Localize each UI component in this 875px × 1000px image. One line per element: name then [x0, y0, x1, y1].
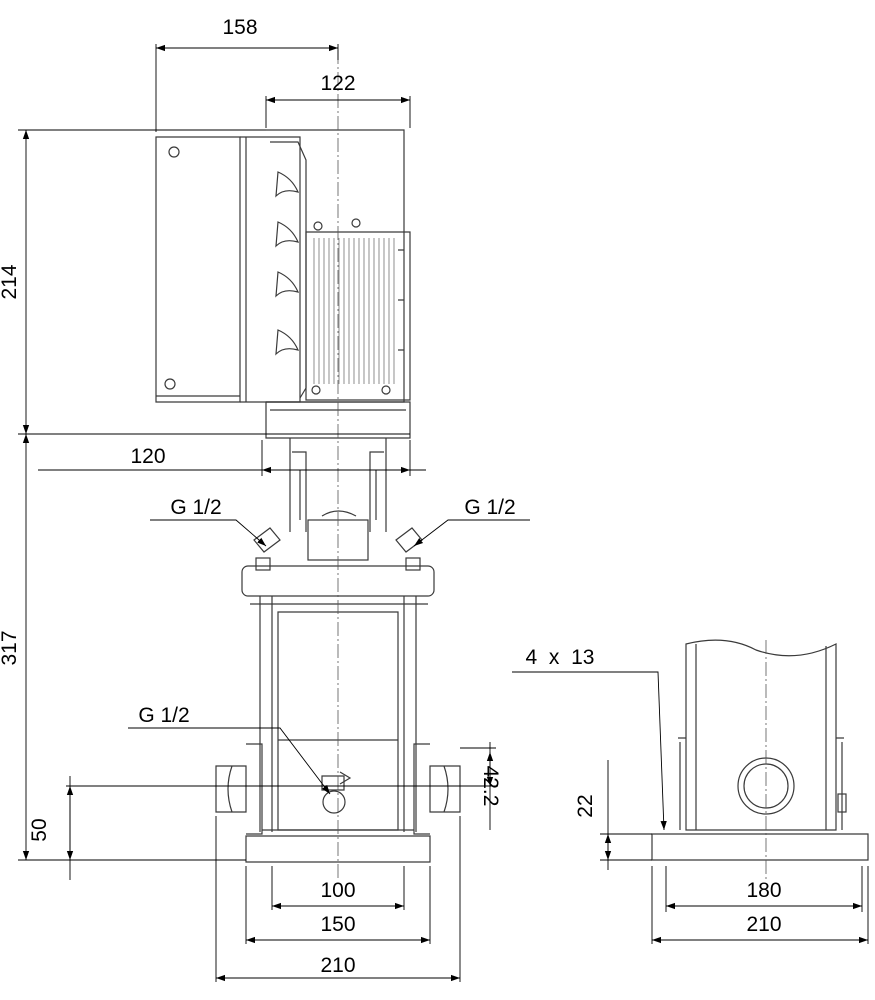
- dim-base-width: 210: [746, 913, 781, 936]
- label-drain: G 1/2: [138, 704, 189, 727]
- dim-210-front: 210: [215, 816, 461, 982]
- dim-base-outer: 210: [320, 954, 355, 977]
- dim-motor-height: 214: [0, 264, 21, 299]
- leader-drain: G 1/2: [128, 704, 331, 795]
- dim-port-offset: 42.2: [479, 766, 502, 807]
- motor-terminal-box: [155, 136, 307, 403]
- pump-sleeve: [250, 596, 428, 832]
- dim-150: 150: [245, 866, 431, 944]
- dim-base-inner: 100: [320, 879, 355, 902]
- front-view: 158 122 214 317 120 G 1/2: [0, 16, 530, 982]
- dim-22: 22: [574, 760, 652, 870]
- dim-overall-width: 158: [222, 16, 257, 39]
- label-vent-right: G 1/2: [464, 496, 515, 519]
- drain-plug: [321, 771, 352, 814]
- dim-base-thickness: 22: [574, 794, 597, 817]
- label-holes: 4 x 13: [526, 646, 595, 669]
- dim-pump-height: 317: [0, 630, 21, 665]
- dim-120: 120: [38, 440, 426, 476]
- label-vent-left: G 1/2: [170, 496, 221, 519]
- leader-vent-left: G 1/2: [150, 496, 267, 547]
- dim-180: 180: [665, 866, 863, 912]
- side-view: 4 x 13 22 180 210: [512, 639, 869, 944]
- dim-50: 50: [28, 776, 246, 880]
- dim-42-2: 42.2: [66, 742, 502, 830]
- pump-ports: [215, 743, 461, 835]
- motor-body: [266, 129, 411, 403]
- dim-coupling-width: 120: [130, 445, 165, 468]
- dim-motor-width: 122: [320, 72, 355, 95]
- cooling-fins: [313, 238, 395, 384]
- dim-214: 214: [0, 129, 410, 435]
- dim-158: 158: [155, 16, 339, 132]
- dim-210-side: 210: [651, 866, 869, 944]
- dim-base-mid: 150: [320, 913, 355, 936]
- leader-holes: 4 x 13: [512, 646, 667, 831]
- leader-vent-right: G 1/2: [413, 496, 530, 547]
- dim-122: 122: [265, 72, 411, 128]
- dim-hole-spacing: 180: [746, 879, 781, 902]
- dim-100: 100: [271, 866, 405, 910]
- dim-port-height: 50: [28, 818, 51, 841]
